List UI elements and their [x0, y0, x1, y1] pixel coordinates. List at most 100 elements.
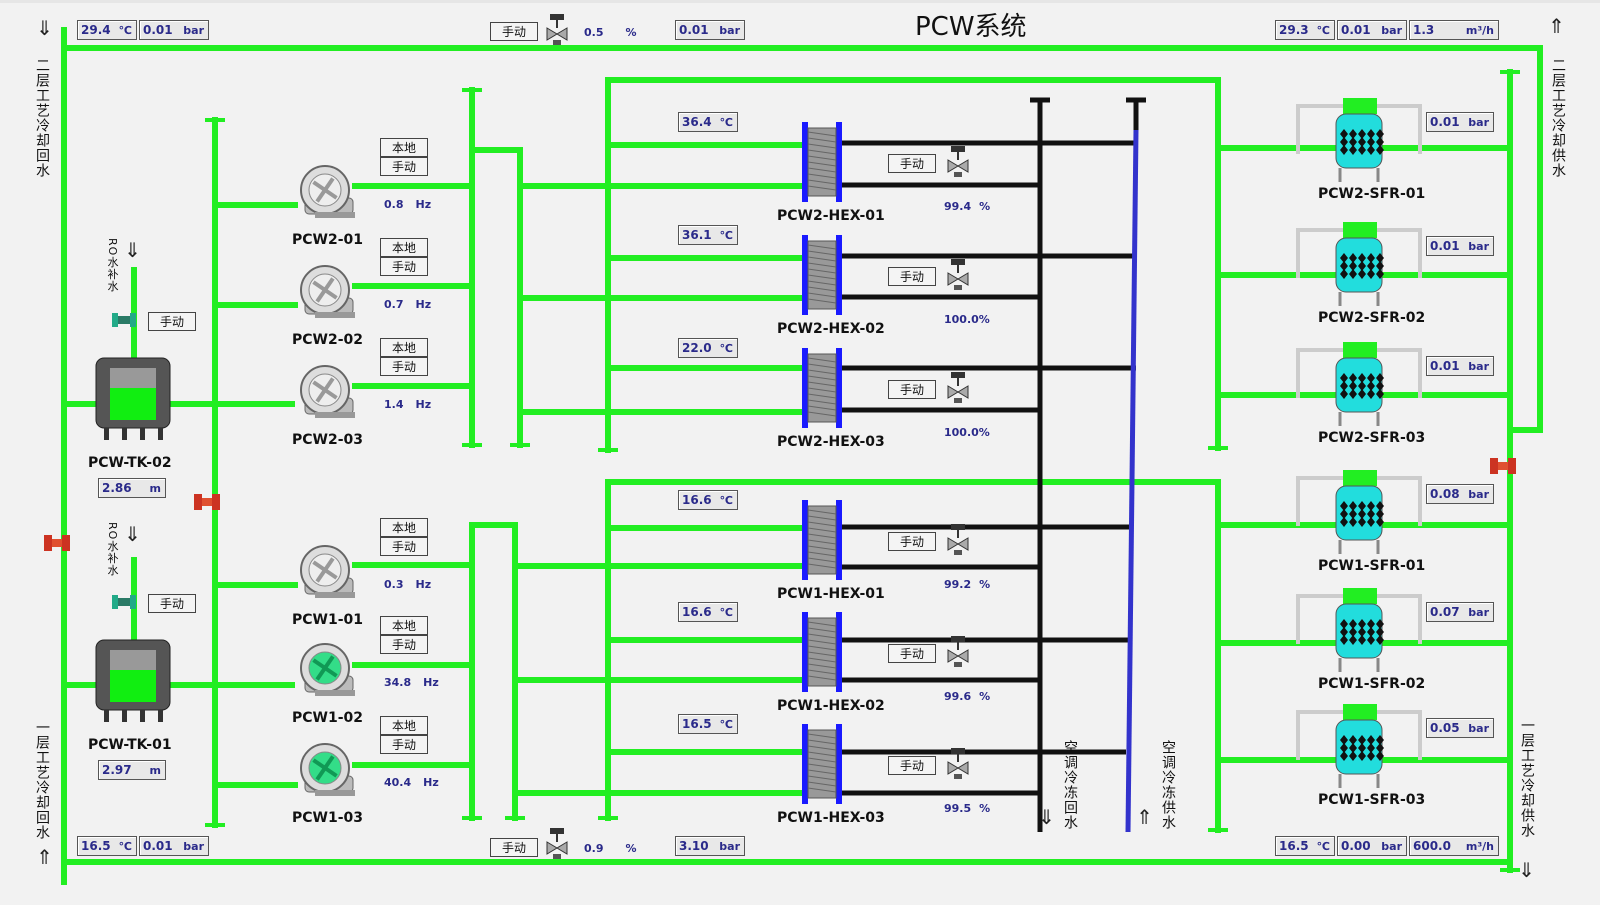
tank-pcw-tk-01-icon [95, 639, 171, 722]
tank-level-unit: m [149, 763, 161, 777]
arrow-1f-supply-icon: ⇓ [1518, 858, 1535, 882]
left-return-valve-icon [44, 535, 70, 551]
pump-local-button-4[interactable]: 本地 [380, 616, 428, 635]
pump-manual-button-4[interactable]: 手动 [380, 635, 428, 654]
tank-pcw-tk-02-icon [95, 357, 171, 440]
filter-pcw1-sfr-03-icon [1296, 704, 1422, 788]
hex-valve-pct-4: 99.6% [944, 690, 990, 703]
hex-valve-manual-button-4[interactable]: 手动 [888, 644, 936, 663]
hex-valve-pct-value: 99.5 [944, 802, 972, 815]
arrow-ro-tk01-icon: ⇓ [124, 522, 141, 546]
label-ro-makeup-tk02: RO水补水 [106, 238, 119, 293]
bot-bypass-manual-button[interactable]: 手动 [490, 838, 538, 857]
filter-dp-unit: bar [1468, 239, 1489, 253]
tank-level-value: 2.86 [102, 481, 132, 495]
filter-dp-unit: bar [1468, 115, 1489, 129]
pump-local-button-2[interactable]: 本地 [380, 338, 428, 357]
tank-level-value: 2.97 [102, 763, 132, 777]
pump-freq-value: 0.3 [384, 578, 404, 591]
top-left-temp-readout: 29.4 ℃ [77, 20, 137, 40]
bot-bypass-valve-pct: 0.9% [584, 842, 637, 855]
hex-valve-pct-value: 100.0% [944, 426, 990, 439]
pump-manual-button-3[interactable]: 手动 [380, 537, 428, 556]
top-left-temp-readout-unit: ℃ [118, 23, 132, 37]
tank-name-1: PCW-TK-01 [88, 737, 172, 753]
top-valve-pct-value: 0.5 [584, 26, 604, 39]
top-right-pres-readout-unit: bar [1381, 23, 1402, 37]
filter-dp-value: 0.08 [1430, 487, 1460, 501]
label-2f-supply: 二层工艺冷却供水 [1550, 58, 1566, 178]
top-valve-pct-unit: % [625, 26, 637, 39]
arrow-2f-return-icon: ⇓ [36, 16, 53, 40]
hex-temp-readout-3: 16.6℃ [678, 490, 738, 510]
makeup-manual-button-0[interactable]: 手动 [148, 312, 196, 331]
pump-manual-button-5[interactable]: 手动 [380, 735, 428, 754]
pump-local-button-1[interactable]: 本地 [380, 238, 428, 257]
arrow-2f-supply-icon: ⇑ [1548, 14, 1565, 38]
hex-valve-manual-button-3[interactable]: 手动 [888, 532, 936, 551]
suction-header-valve-icon [194, 494, 220, 510]
pump-local-button-5[interactable]: 本地 [380, 716, 428, 735]
hex-valve-pct-0: 99.4% [944, 200, 990, 213]
bot-left-pres-readout-value: 0.01 [143, 839, 173, 853]
top-bypass-valve-icon [546, 14, 568, 45]
pump-name-2: PCW2-03 [292, 432, 364, 448]
filter-name-1: PCW2-SFR-02 [1318, 310, 1426, 326]
hex-temp-readout-5-value: 16.5 [682, 717, 712, 731]
hex-valve-manual-button-1[interactable]: 手动 [888, 267, 936, 286]
hex-temp-readout-1-unit: ℃ [719, 228, 733, 242]
pump-local-button-0[interactable]: 本地 [380, 138, 428, 157]
hex-valve-manual-button-5[interactable]: 手动 [888, 756, 936, 775]
pump-freq-value: 1.4 [384, 398, 404, 411]
top-right-flow-readout-unit: m³/h [1465, 23, 1494, 37]
filter-dp-unit: bar [1468, 359, 1489, 373]
hex-temp-readout-4: 16.6℃ [678, 602, 738, 622]
tank-level-readout-1: 2.97 m [98, 760, 166, 780]
top-bypass-manual-button[interactable]: 手动 [490, 22, 538, 41]
bot-right-pres-readout-unit: bar [1381, 839, 1402, 853]
hex-pcw1-hex-02-icon [802, 612, 842, 692]
bot-right-flow-readout-value: 600.0 [1413, 839, 1451, 853]
top-mid-pres-readout-unit: bar [719, 23, 740, 37]
arrow-chw-supply-icon: ⇑ [1136, 805, 1153, 829]
page-title: PCW系统 [915, 12, 1027, 42]
bot-bypass-valve-icon [546, 828, 568, 859]
hex-control-valve-icon-3 [947, 524, 969, 555]
bot-right-temp-readout-value: 16.5 [1279, 839, 1309, 853]
hex-pcw2-hex-02-icon [802, 235, 842, 315]
bot-right-pres-readout-value: 0.00 [1341, 839, 1371, 853]
pump-manual-button-0[interactable]: 手动 [380, 157, 428, 176]
pump-name-0: PCW2-01 [292, 232, 364, 248]
filter-dp-unit: bar [1468, 721, 1489, 735]
hex-valve-manual-button-0[interactable]: 手动 [888, 154, 936, 173]
top-left-temp-readout-value: 29.4 [81, 23, 111, 37]
hex-name-1: PCW2-HEX-02 [777, 321, 885, 337]
hex-temp-readout-4-unit: ℃ [719, 605, 733, 619]
filter-pcw1-sfr-02-icon [1296, 588, 1422, 672]
pump-local-button-3[interactable]: 本地 [380, 518, 428, 537]
hex-temp-readout-3-unit: ℃ [719, 493, 733, 507]
top-strip [0, 0, 1600, 3]
pump-manual-button-1[interactable]: 手动 [380, 257, 428, 276]
hex-name-0: PCW2-HEX-01 [777, 208, 885, 224]
hex-valve-manual-button-2[interactable]: 手动 [888, 380, 936, 399]
pump-freq-value: 0.8 [384, 198, 404, 211]
pump-freq-unit: Hz [415, 398, 432, 411]
pump-pcw2-01-icon [300, 165, 355, 218]
makeup-manual-button-1[interactable]: 手动 [148, 594, 196, 613]
filter-dp-value: 0.07 [1430, 605, 1460, 619]
pump-manual-button-2[interactable]: 手动 [380, 357, 428, 376]
hex-temp-readout-2: 22.0℃ [678, 338, 738, 358]
hex-temp-readout-0-value: 36.4 [682, 115, 712, 129]
top-right-flow-readout-value: 1.3 [1413, 23, 1435, 37]
